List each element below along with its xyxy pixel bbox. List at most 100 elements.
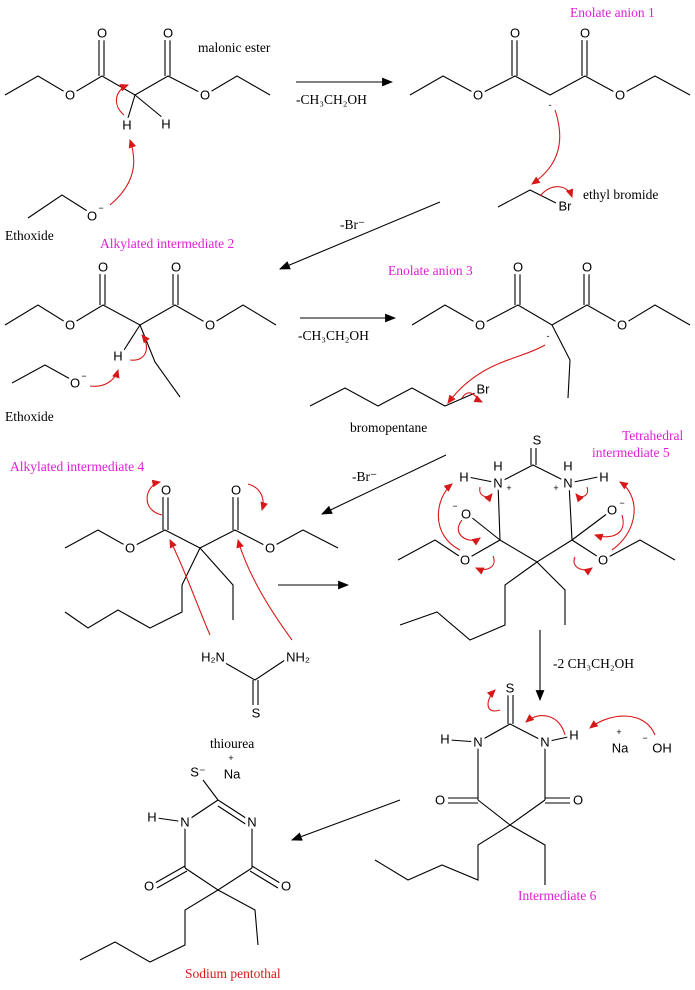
intermediate-6-structure: S N H N H O O (374, 678, 586, 885)
atom-oxygen: O (70, 376, 80, 391)
atom-sodium: Na (224, 767, 241, 782)
electron-arrow (461, 392, 483, 403)
electron-arrow (89, 368, 120, 387)
electron-arrow (539, 186, 574, 199)
electron-arrow (531, 109, 561, 185)
label-alkylated-intermediate-2: Alkylated intermediate 2 (100, 236, 234, 251)
malonic-ester-structure: O O O O H H (4, 23, 271, 136)
atom-hydrogen: H (113, 349, 122, 364)
electron-arrow (109, 138, 137, 206)
atom-oxygen: O (97, 26, 107, 41)
label-malonic-ester: malonic ester (198, 40, 271, 55)
atom-oxygen: O (473, 88, 483, 103)
atom-oxygen: O (598, 553, 608, 568)
reagent-label: -Br⁻ (352, 469, 377, 484)
electron-arrow (573, 556, 593, 576)
label-sodium-pentothal: Sodium pentothal (185, 966, 281, 981)
atom-oxygen: O (460, 553, 470, 568)
sodium-hydroxide: Na + OH − (609, 727, 675, 759)
atom-oxygen: O (65, 318, 75, 333)
ethoxide-structure: O − (11, 364, 87, 394)
electron-arrow (479, 486, 493, 503)
charge-plus: + (506, 483, 511, 493)
atom-bromine: Br (477, 382, 491, 397)
atom-oxygen: O (205, 318, 215, 333)
atom-oxygen: O (98, 260, 108, 275)
atom-sulfur: S⁻ (190, 765, 206, 780)
atom-sulfur: S (506, 681, 515, 696)
electron-arrow (169, 539, 211, 636)
atom-sodium: Na (612, 741, 629, 756)
label-tetrahedral-intermediate-5: intermediate 5 (592, 445, 670, 460)
charge-minus: − (642, 733, 647, 743)
atom-nitrogen: N (247, 815, 256, 830)
charge-minus: - (549, 100, 552, 110)
atom-oxygen: O (435, 793, 445, 808)
atom-hydrogen: H (569, 728, 578, 743)
charge-plus: + (553, 483, 558, 493)
atom-hydrogen: H (493, 459, 502, 474)
electron-arrow (437, 483, 461, 551)
charge-minus: − (98, 203, 103, 213)
electron-arrow (611, 481, 635, 551)
reagent-label: -CH₃CH₂OH (298, 328, 369, 343)
electron-arrow (129, 334, 150, 361)
label-alkylated-intermediate-4: Alkylated intermediate 4 (10, 459, 144, 474)
atom-oxygen: O (87, 209, 97, 224)
atom-bromine: Br (559, 199, 573, 214)
atom-oxygen: O (617, 318, 627, 333)
atom-nitrogen: N (563, 476, 572, 491)
atom-hydrogen: H (563, 459, 572, 474)
atom-hydrogen: H (161, 117, 170, 132)
atom-oxygen: O (475, 318, 485, 333)
atom-oxygen: O (607, 503, 617, 518)
atom-oxygen: O (171, 260, 181, 275)
atom-amine: H₂N (201, 650, 225, 665)
ethoxide-structure: O − (27, 194, 104, 227)
atom-oxygen: O (161, 483, 171, 498)
label-tetrahedral-intermediate-5: Tetrahedral (622, 428, 684, 443)
electron-arrow (593, 514, 624, 542)
label-ethyl-bromide: ethyl bromide (583, 187, 658, 202)
atom-oxygen: O (144, 879, 154, 894)
electron-arrow (474, 555, 495, 575)
electron-arrow (575, 486, 589, 503)
electron-arrow (146, 479, 163, 516)
electron-arrow (457, 519, 481, 546)
label-ethoxide: Ethoxide (5, 409, 54, 424)
atom-oxygen: O (265, 541, 275, 556)
electron-arrow (486, 689, 501, 712)
enolate-anion-3-structure: O O O O - (411, 257, 691, 399)
atom-oxygen: O (510, 26, 520, 41)
bromopentane-structure: Br (309, 379, 493, 407)
atom-hydrogen: H (147, 810, 156, 825)
hydroxide-group: OH (652, 741, 672, 756)
charge-minus: - (547, 331, 550, 341)
alkylated-intermediate-4-structure: O O O O (64, 480, 339, 629)
charge-plus: + (616, 727, 621, 737)
label-ethoxide: Ethoxide (5, 228, 54, 243)
charge-plus: + (228, 753, 233, 763)
charge-minus: − (619, 498, 624, 508)
label-thiourea: thiourea (210, 736, 254, 751)
electron-arrow (525, 714, 566, 736)
atom-oxygen: O (125, 541, 135, 556)
reaction-arrow (278, 201, 441, 270)
reaction-arrow (321, 454, 447, 515)
atom-oxygen: O (231, 483, 241, 498)
atom-oxygen: O (163, 26, 173, 41)
label-intermediate-6: Intermediate 6 (518, 888, 597, 903)
enolate-anion-1-structure: O O O O - (409, 23, 691, 110)
sodium-pentothal-structure: S⁻ Na + N H N O O (79, 753, 294, 963)
atom-nitrogen: N (493, 476, 502, 491)
electron-arrow (589, 715, 656, 736)
ethyl-bromide-structure: Br (497, 189, 575, 217)
charge-minus: − (81, 371, 86, 381)
atom-oxygen: O (573, 793, 583, 808)
thiourea-structure: H₂N NH₂ S (198, 647, 313, 724)
atom-oxygen: O (200, 88, 210, 103)
atom-sulfur: S (533, 433, 542, 448)
label-enolate-anion-3: Enolate anion 3 (388, 263, 473, 278)
atom-nitrogen: N (180, 815, 189, 830)
